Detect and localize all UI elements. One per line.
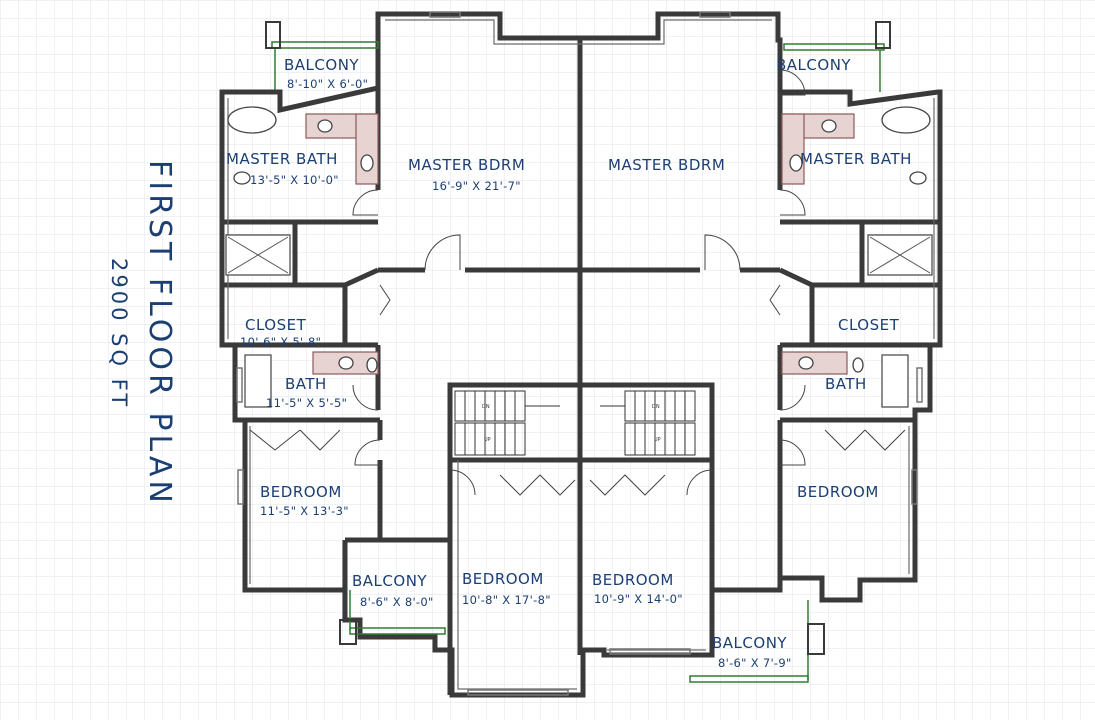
room-labels: BALCONY 8'-10" X 6'-0" MASTER BATH 13'-5… xyxy=(226,56,912,670)
shower-marks xyxy=(227,236,931,274)
bedroom-r-name: BEDROOM xyxy=(797,483,879,501)
bedroom-cl-name: BEDROOM xyxy=(462,570,544,588)
windows xyxy=(236,11,923,696)
plan-area: 2900 SQ FT xyxy=(107,258,131,409)
master-bath-r-name: MASTER BATH xyxy=(800,150,912,168)
bedroom-cr-name: BEDROOM xyxy=(592,571,674,589)
balcony-bl-dims: 8'-6" X 8'-0" xyxy=(360,595,434,609)
stair-mark-left-upper: DN xyxy=(482,404,490,410)
balcony-br-name: BALCONY xyxy=(712,634,787,652)
bath-l-name: BATH xyxy=(285,375,327,393)
closet-l-name: CLOSET xyxy=(245,316,307,334)
walls xyxy=(219,11,943,698)
tubs-and-toilets xyxy=(227,106,931,373)
master-bdrm-l-dims: 16'-9" X 21'-7" xyxy=(432,179,521,193)
balcony-posts xyxy=(265,21,891,655)
stair-mark-left-lower: UP xyxy=(484,437,491,443)
bath-r-name: BATH xyxy=(825,375,867,393)
stair-mark-right-upper: DN xyxy=(652,404,660,410)
bedroom-cl-dims: 10'-8" X 17'-8" xyxy=(462,593,551,607)
master-bdrm-r-name: MASTER BDRM xyxy=(608,156,725,174)
bedroom-l-name: BEDROOM xyxy=(260,483,342,501)
balcony-bl-name: BALCONY xyxy=(352,572,427,590)
stair-labels: DN UP DN UP xyxy=(482,404,661,443)
bath-l-dims: 11'-5" X 5'-5" xyxy=(266,396,347,410)
master-bath-l-name: MASTER BATH xyxy=(226,150,338,168)
master-bath-l-dims: 13'-5" X 10'-0" xyxy=(250,173,339,187)
stair-mark-right-lower: UP xyxy=(654,437,661,443)
master-bdrm-l-name: MASTER BDRM xyxy=(408,156,525,174)
stairs xyxy=(454,390,696,456)
balcony-tr-name: BALCONY xyxy=(776,56,851,74)
balcony-tl-dims: 8'-10" X 6'-0" xyxy=(287,77,368,91)
bedroom-l-dims: 11'-5" X 13'-3" xyxy=(260,504,349,518)
closet-r-name: CLOSET xyxy=(838,316,900,334)
plan-title: FIRST FLOOR PLAN xyxy=(142,160,177,507)
doors xyxy=(249,69,906,496)
bedroom-cr-dims: 10'-9" X 14'-0" xyxy=(594,592,683,606)
balcony-br-dims: 8'-6" X 7'-9" xyxy=(718,656,792,670)
closet-l-dims: 10'-6" X 5'-8" xyxy=(240,335,321,349)
title-block: FIRST FLOOR PLAN 2900 SQ FT xyxy=(107,160,177,507)
balcony-tl-name: BALCONY xyxy=(284,56,359,74)
